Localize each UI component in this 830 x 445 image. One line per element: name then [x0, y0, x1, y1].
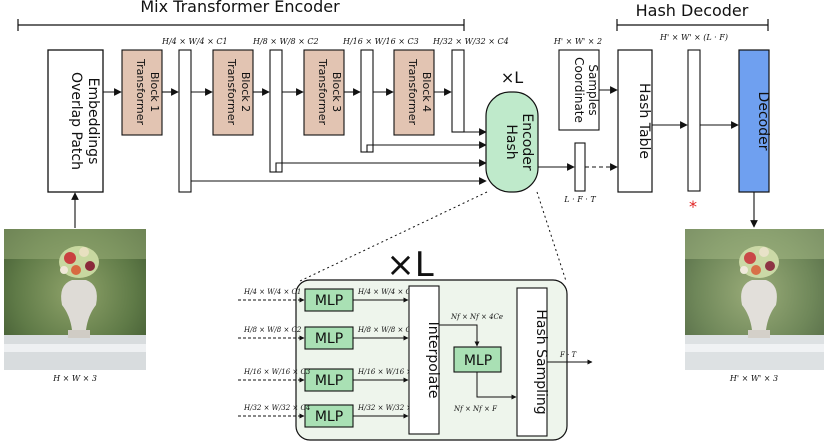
mlp-block-2: MLP: [304, 326, 354, 350]
mlp-in-label-2: H/8 × W/8 × C2: [243, 326, 302, 334]
transformer-block-4: Transformer Block 4: [393, 49, 435, 136]
svg-text:Transformer: Transformer: [134, 58, 147, 125]
mlp-block-1: MLP: [304, 288, 354, 312]
svg-text:Encoder: Encoder: [519, 113, 535, 170]
svg-text:MLP: MLP: [464, 353, 492, 369]
svg-text:Hash: Hash: [503, 124, 519, 159]
feature-map-1: [178, 49, 192, 193]
svg-text:Block 1: Block 1: [148, 72, 161, 112]
hash-table-label: Hash Table: [636, 83, 652, 159]
coordinate-samples-label-1: Coordinate: [572, 57, 586, 123]
transformer-block-1: Transformer Block 1: [121, 49, 163, 136]
overlap-patch-label-2: Embeddings: [85, 78, 101, 165]
mlp-out-label-2: H/8 × W/8 × Ce: [357, 326, 415, 334]
interp-to-mlp-arrow: [439, 324, 480, 347]
input-size-label: H × W × 3: [52, 374, 97, 383]
svg-text:Transformer: Transformer: [225, 58, 238, 125]
mlp-out-label-1: H/4 × W/4 × Ce: [357, 288, 415, 296]
mlp-block-4: MLP: [304, 404, 354, 428]
mlp-output-arrows: [353, 297, 409, 419]
output-image: [685, 229, 824, 370]
asterisk-marker: *: [689, 197, 697, 216]
feature-map-3: [360, 49, 374, 153]
feat4-label: H/32 × W/32 × C4: [432, 37, 509, 46]
feat2-label: H/8 × W/8 × C2: [252, 37, 319, 46]
decoder-label: Decoder: [755, 92, 771, 151]
svg-text:Block 2: Block 2: [239, 72, 252, 112]
transformer-block-2: Transformer Block 2: [212, 49, 254, 136]
svg-text:Block 4: Block 4: [420, 72, 433, 112]
svg-text:MLP: MLP: [315, 331, 343, 347]
hash-out-label: L · F · T: [563, 195, 596, 204]
mlp-out-label-4: H/32 × W/32 × Ce: [357, 404, 424, 412]
table-out-label: H' × W' × (L · F): [659, 33, 728, 42]
feature-map-4: [451, 49, 465, 133]
zoom-line-right: [536, 191, 567, 282]
transformer-block-3: Transformer Block 3: [303, 49, 345, 136]
svg-text:MLP: MLP: [315, 373, 343, 389]
mlp-in-label-3: H/16 × W/16 × C3: [243, 368, 311, 376]
encoder-section-title: Mix Transformer Encoder: [140, 0, 340, 16]
coordinate-samples-block: [558, 49, 600, 131]
mlp-block-3: MLP: [304, 368, 354, 392]
mlp-center-out-label: Nf × Nf × F: [453, 405, 498, 413]
hash-sampling-block: [516, 287, 548, 437]
mlp-input-arrows: [238, 297, 305, 419]
output-size-label: H' × W' × 3: [729, 374, 778, 383]
coordinate-samples-label-2: Samples: [586, 64, 600, 115]
input-image: [4, 229, 146, 370]
overlap-patch-embeddings-block: [47, 49, 104, 193]
coord-size-label: H' × W' × 2: [553, 37, 602, 46]
mlp-block-center: MLP: [453, 346, 502, 373]
hash-feature-bar: [574, 142, 586, 192]
decoder-section-title: Hash Decoder: [636, 1, 749, 20]
interp-out-label: Nf × Nf × 4Ce: [450, 313, 503, 321]
mlp-in-label-4: H/32 × W/32 × C4: [243, 404, 310, 412]
hash-sampling-label: Hash Sampling: [533, 309, 549, 414]
svg-text:MLP: MLP: [315, 409, 343, 425]
mlp-to-sampling-arrow: [476, 372, 517, 400]
overlap-patch-label-1: Overlap Patch: [68, 72, 84, 170]
interpolate-block: [408, 285, 440, 435]
svg-text:MLP: MLP: [315, 293, 343, 309]
svg-text:Transformer: Transformer: [406, 58, 419, 125]
mlp-in-label-1: H/4 × W/4 × C1: [243, 288, 301, 296]
hash-table-block: [617, 49, 653, 193]
feat3-label: H/16 × W/16 × C3: [342, 37, 419, 46]
svg-text:Transformer: Transformer: [316, 58, 329, 125]
feature-map-2: [269, 49, 283, 173]
sampling-out-label: F · T: [559, 351, 578, 359]
svg-text:Block 3: Block 3: [330, 72, 343, 112]
repeat-label-large: ×L: [386, 245, 433, 285]
interpolate-label: Interpolate: [425, 322, 441, 399]
decoder-block: [738, 49, 770, 193]
mlp-out-label-3: H/16 × W/16 × Ce: [357, 368, 424, 376]
feat1-label: H/4 × W/4 × C1: [161, 37, 228, 46]
table-output-bar: [687, 49, 701, 192]
hash-encoder-block: Hash Encoder: [485, 91, 539, 193]
encoder-arrows: [71, 88, 487, 228]
repeat-label-small: ×L: [501, 68, 523, 87]
